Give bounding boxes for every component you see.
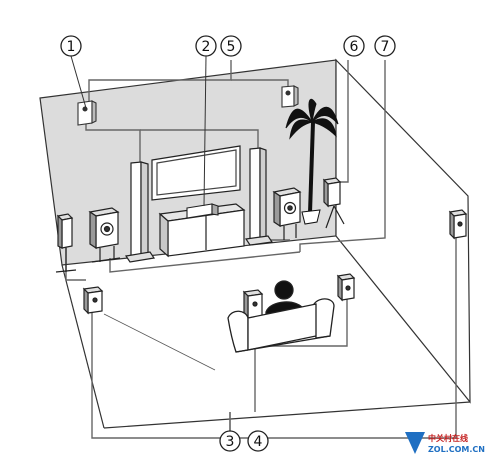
front-tower-left bbox=[124, 161, 156, 263]
svg-text:2: 2 bbox=[202, 39, 211, 55]
sofa-with-listener bbox=[227, 280, 335, 353]
callout-2-leader bbox=[203, 55, 207, 207]
svg-text:1: 1 bbox=[67, 39, 76, 55]
back-right-speaker bbox=[322, 177, 345, 229]
rear-speaker-right bbox=[448, 209, 468, 240]
front-tower-right bbox=[244, 147, 274, 246]
front-wall-speaker-left bbox=[55, 213, 77, 273]
callout-2: 2 bbox=[195, 35, 217, 57]
bookshelf-speaker-left bbox=[88, 207, 121, 263]
svg-text:6: 6 bbox=[350, 39, 359, 55]
svg-text:5: 5 bbox=[227, 39, 236, 55]
callout-4: 4 bbox=[247, 430, 269, 452]
surround-speaker-center bbox=[242, 289, 264, 320]
callout-1-leader bbox=[70, 55, 87, 109]
callout-1: 1 bbox=[60, 35, 82, 57]
watermark-en: ZOL.COM.CN bbox=[428, 445, 485, 454]
zol-watermark: 中关村在线 ZOL.COM.CN bbox=[405, 432, 485, 454]
callout-5: 5 bbox=[220, 35, 242, 57]
svg-text:4: 4 bbox=[254, 434, 263, 450]
callout-3: 3 bbox=[219, 430, 241, 452]
rear-speaker-left bbox=[82, 286, 104, 315]
watermark-cn: 中关村在线 bbox=[428, 433, 468, 443]
ceiling-speaker-right bbox=[281, 85, 299, 108]
television bbox=[151, 145, 241, 201]
bookshelf-speaker-right bbox=[272, 187, 302, 240]
zol-logo-mark bbox=[405, 432, 425, 454]
potted-palm bbox=[285, 99, 339, 225]
callout-7: 7 bbox=[374, 35, 396, 57]
callout-6: 6 bbox=[343, 35, 365, 57]
ceiling-speaker-left bbox=[77, 100, 97, 126]
svg-text:7: 7 bbox=[381, 39, 390, 55]
speaker-wiring bbox=[65, 60, 457, 439]
svg-text:3: 3 bbox=[226, 434, 235, 450]
surround-speaker-right bbox=[336, 273, 356, 302]
